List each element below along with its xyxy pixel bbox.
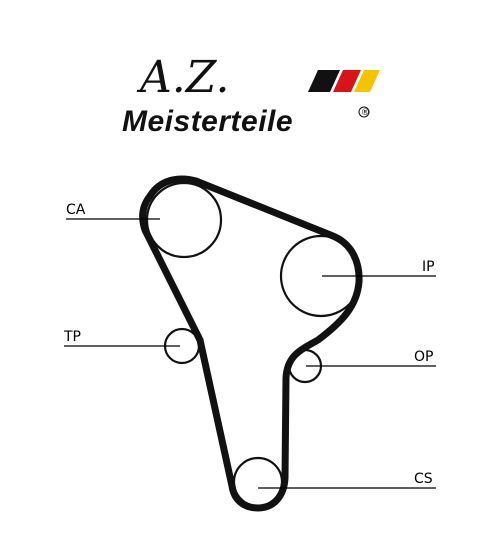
registered-mark: ® <box>361 108 370 118</box>
label-cs: CS <box>414 471 433 487</box>
flag-stripe-gold <box>354 70 380 92</box>
timing-belt <box>139 175 363 512</box>
brand-name: Meisterteile <box>122 105 293 138</box>
flag-stripe-red <box>333 70 361 92</box>
label-ca: CA <box>66 202 86 218</box>
label-op: OP <box>414 349 433 365</box>
pulley-ca <box>145 181 223 259</box>
brand-signature: A.Z. <box>136 52 230 103</box>
registered-mark-ring <box>358 106 370 118</box>
flag-stripe-black <box>308 70 340 92</box>
flag-stripes <box>308 70 380 92</box>
label-tp: TP <box>63 329 81 345</box>
label-ip: IP <box>422 259 435 275</box>
leader-lines <box>64 218 436 489</box>
brand-logo: A.Z. Meisterteile ® <box>122 52 380 138</box>
